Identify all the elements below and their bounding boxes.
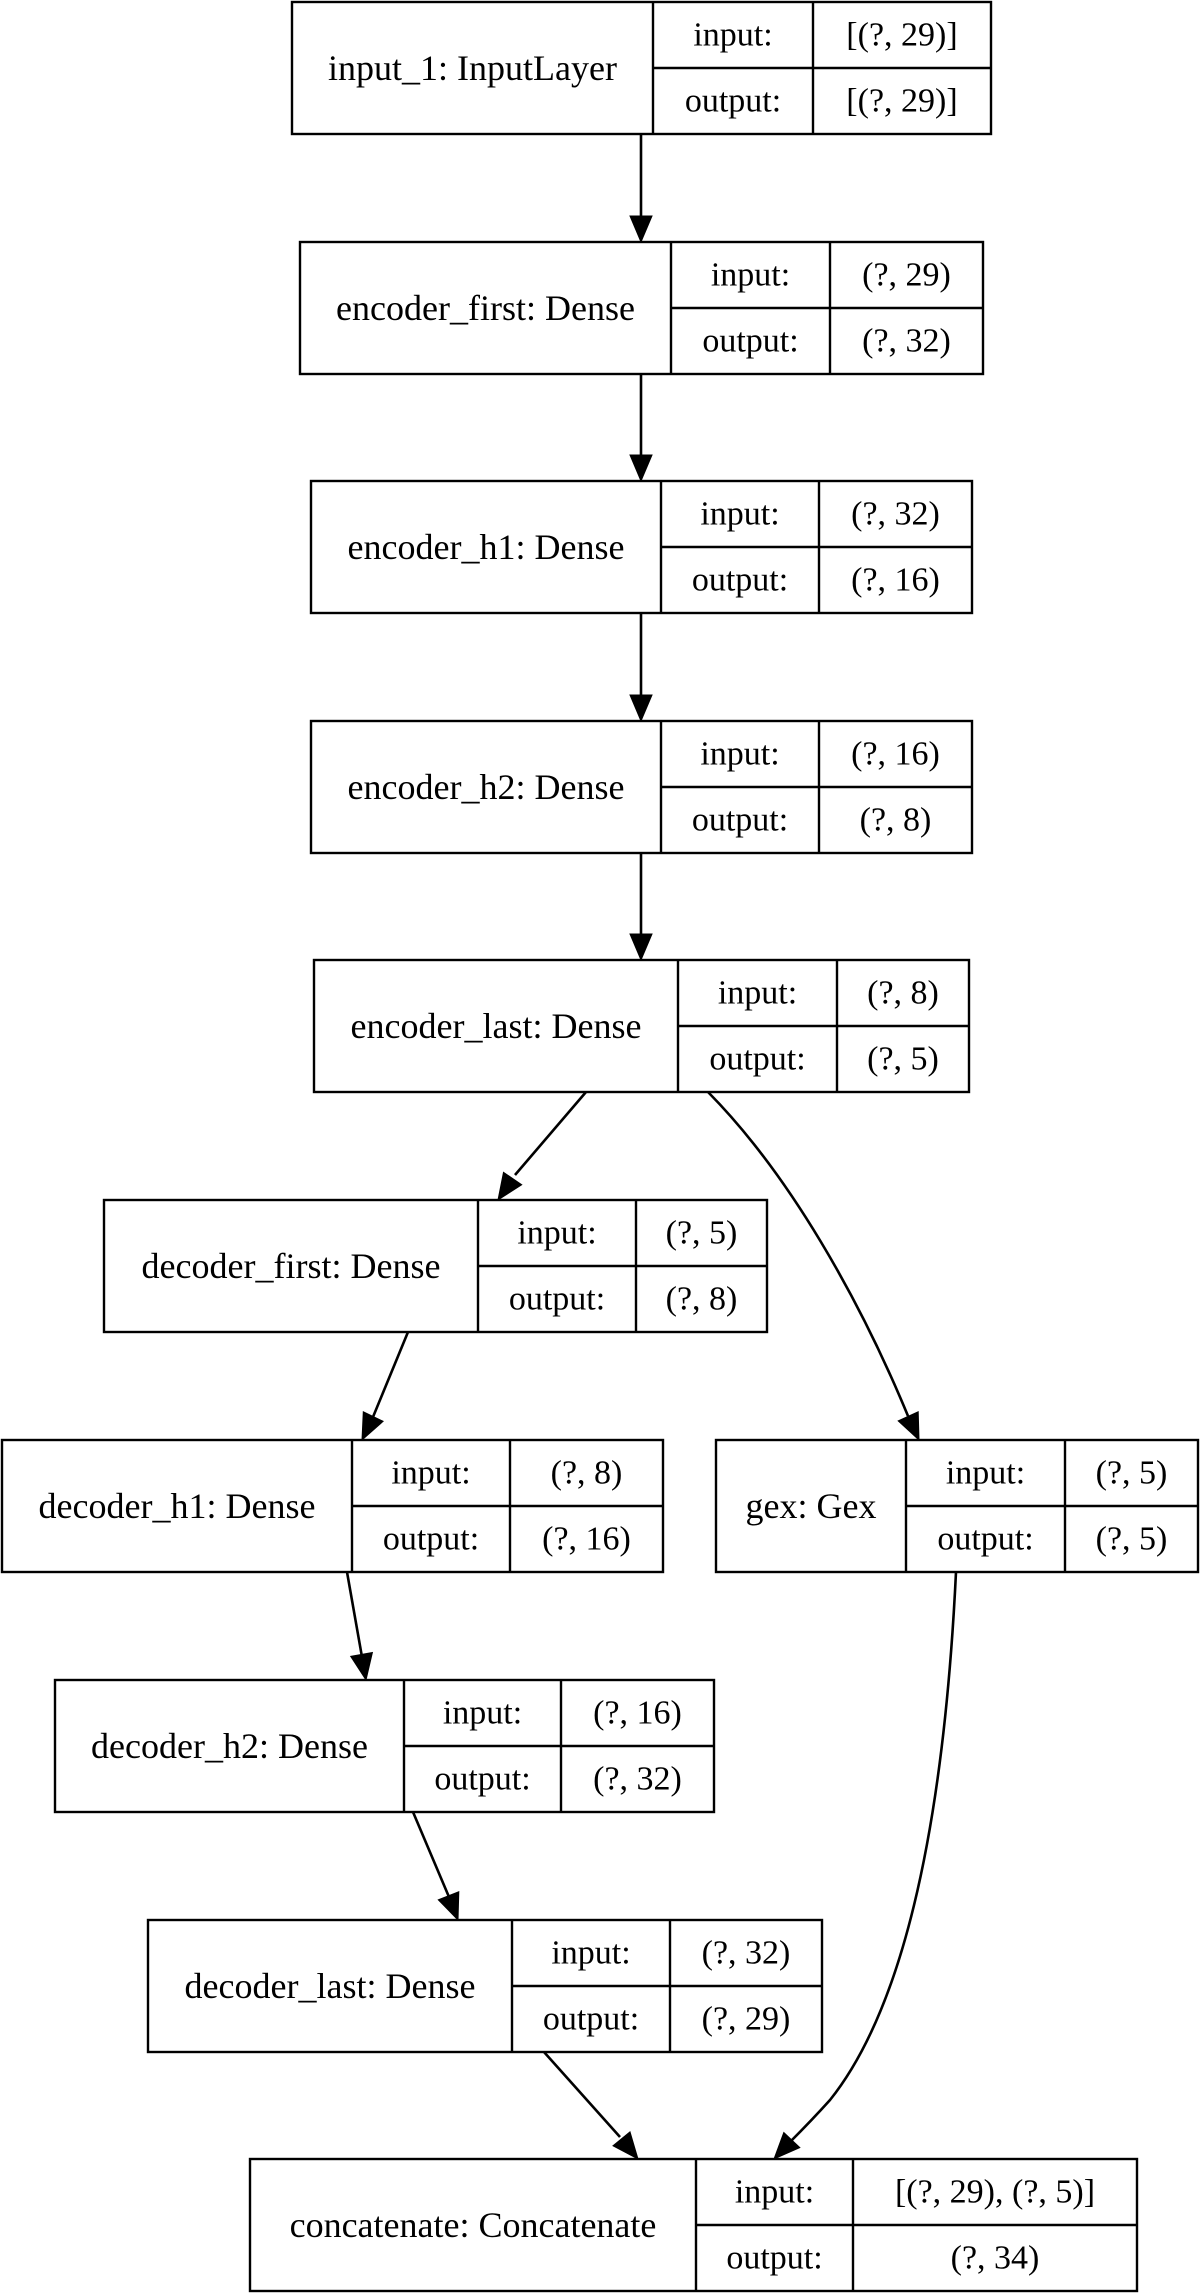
output-shape: (?, 5)	[867, 1041, 939, 1078]
edge-line	[789, 1571, 958, 2143]
layer-node-encoder-first: encoder_first: Dense input: (?, 29) output:…	[298, 240, 985, 376]
arrowhead	[629, 933, 653, 962]
arrowhead	[349, 1651, 374, 1682]
output-shape: [(?, 29)]	[846, 83, 957, 120]
output-label: output:	[383, 1521, 479, 1558]
input-shape: (?, 32)	[702, 1935, 791, 1972]
layer-name: gex: Gex	[746, 1486, 877, 1526]
input-shape: (?, 29)	[862, 257, 951, 294]
arrowhead	[361, 1411, 384, 1442]
layer-node-decoder-first: decoder_first: Dense input: (?, 5) output: (…	[102, 1198, 769, 1334]
layer-name: concatenate: Concatenate	[290, 2205, 657, 2245]
edge-encoder-h1-to-encoder-h2	[629, 613, 653, 723]
input-shape: (?, 32)	[851, 496, 940, 533]
layer-node-input-1: input_1: InputLayer input: [(?, 29)] output…	[290, 0, 993, 136]
layer-node-encoder-h1: encoder_h1: Dense input: (?, 32) output: (?,…	[309, 479, 974, 615]
edge-encoder-first-to-encoder-h1	[629, 374, 653, 483]
arrowhead	[497, 1171, 523, 1202]
input-label: input:	[735, 2174, 814, 2211]
output-label: output:	[434, 1761, 530, 1798]
output-shape: (?, 34)	[951, 2240, 1040, 2277]
output-label: output:	[726, 2240, 822, 2277]
input-label: input:	[718, 975, 797, 1012]
input-shape: [(?, 29)]	[846, 17, 957, 54]
output-shape: (?, 16)	[851, 562, 940, 599]
input-label: input:	[946, 1455, 1025, 1492]
layer-node-gex: gex: Gex input: (?, 5) output: (?, 5)	[714, 1438, 1200, 1574]
output-label: output:	[937, 1521, 1033, 1558]
layer-name: input_1: InputLayer	[328, 48, 617, 88]
output-label: output:	[509, 1281, 605, 1318]
input-label: input:	[443, 1695, 522, 1732]
input-shape: (?, 5)	[666, 1215, 738, 1252]
layer-node-encoder-h2: encoder_h2: Dense input: (?, 16) output: (?,…	[309, 719, 974, 855]
input-shape: (?, 8)	[551, 1455, 623, 1492]
input-shape: (?, 5)	[1096, 1455, 1168, 1492]
edge-input-1-to-encoder-first	[629, 134, 653, 244]
layer-name: decoder_last: Dense	[185, 1966, 476, 2006]
layer-name: encoder_first: Dense	[336, 288, 635, 328]
output-label: output:	[692, 562, 788, 599]
layer-name: decoder_h1: Dense	[39, 1486, 316, 1526]
arrowhead	[897, 1411, 920, 1442]
output-shape: (?, 8)	[860, 802, 932, 839]
layer-node-decoder-last: decoder_last: Dense input: (?, 32) output: (…	[146, 1918, 824, 2054]
edge-line	[371, 1331, 410, 1418]
layer-node-encoder-last: encoder_last: Dense input: (?, 8) output: (?…	[312, 958, 971, 1094]
input-label: input:	[700, 736, 779, 773]
input-shape: [(?, 29), (?, 5)]	[895, 2174, 1095, 2211]
input-label: input:	[711, 257, 790, 294]
edge-line	[707, 1091, 910, 1417]
output-shape: (?, 29)	[702, 2001, 791, 2038]
edges-layer	[345, 134, 958, 2160]
edge-encoder-last-to-decoder-first	[497, 1091, 587, 1202]
output-label: output:	[692, 802, 788, 839]
edge-line	[345, 1571, 364, 1658]
edge-line	[514, 1091, 587, 1176]
output-label: output:	[543, 2001, 639, 2038]
input-label: input:	[517, 1215, 596, 1252]
input-shape: (?, 16)	[593, 1695, 682, 1732]
edge-decoder-first-to-decoder-h1	[361, 1331, 410, 1442]
layer-name: decoder_h2: Dense	[91, 1726, 368, 1766]
arrowhead	[437, 1891, 460, 1922]
output-shape: (?, 5)	[1096, 1521, 1168, 1558]
input-shape: (?, 8)	[867, 975, 939, 1012]
layer-node-decoder-h1: decoder_h1: Dense input: (?, 8) output: (?, …	[0, 1438, 665, 1574]
output-shape: (?, 32)	[862, 323, 951, 360]
input-label: input:	[391, 1455, 470, 1492]
output-label: output:	[685, 83, 781, 120]
arrowhead	[629, 215, 653, 244]
arrowhead	[773, 2131, 801, 2160]
output-shape: (?, 8)	[666, 1281, 738, 1318]
layer-name: decoder_first: Dense	[142, 1246, 441, 1286]
edge-decoder-h1-to-decoder-h2	[345, 1571, 374, 1682]
edge-decoder-last-to-concatenate	[543, 2051, 639, 2160]
output-label: output:	[702, 323, 798, 360]
input-shape: (?, 16)	[851, 736, 940, 773]
edge-decoder-h2-to-decoder-last	[411, 1811, 460, 1922]
layer-name: encoder_last: Dense	[351, 1006, 642, 1046]
input-label: input:	[551, 1935, 630, 1972]
layer-name: encoder_h2: Dense	[348, 767, 625, 807]
edge-line	[411, 1811, 451, 1898]
edge-gex-to-concatenate	[773, 1571, 958, 2160]
arrowhead	[629, 454, 653, 483]
layer-node-decoder-h2: decoder_h2: Dense input: (?, 16) output: (?,…	[53, 1678, 716, 1814]
edge-encoder-last-to-gex	[707, 1091, 920, 1442]
edge-encoder-h2-to-encoder-last	[629, 853, 653, 962]
output-label: output:	[709, 1041, 805, 1078]
input-label: input:	[700, 496, 779, 533]
layer-node-concatenate: concatenate: Concatenate input: [(?, 29), …	[248, 2157, 1139, 2293]
layer-name: encoder_h1: Dense	[348, 527, 625, 567]
input-label: input:	[693, 17, 772, 54]
edge-line	[543, 2051, 621, 2138]
arrowhead	[612, 2131, 639, 2160]
output-shape: (?, 16)	[542, 1521, 631, 1558]
output-shape: (?, 32)	[593, 1761, 682, 1798]
arrowhead	[629, 694, 653, 723]
